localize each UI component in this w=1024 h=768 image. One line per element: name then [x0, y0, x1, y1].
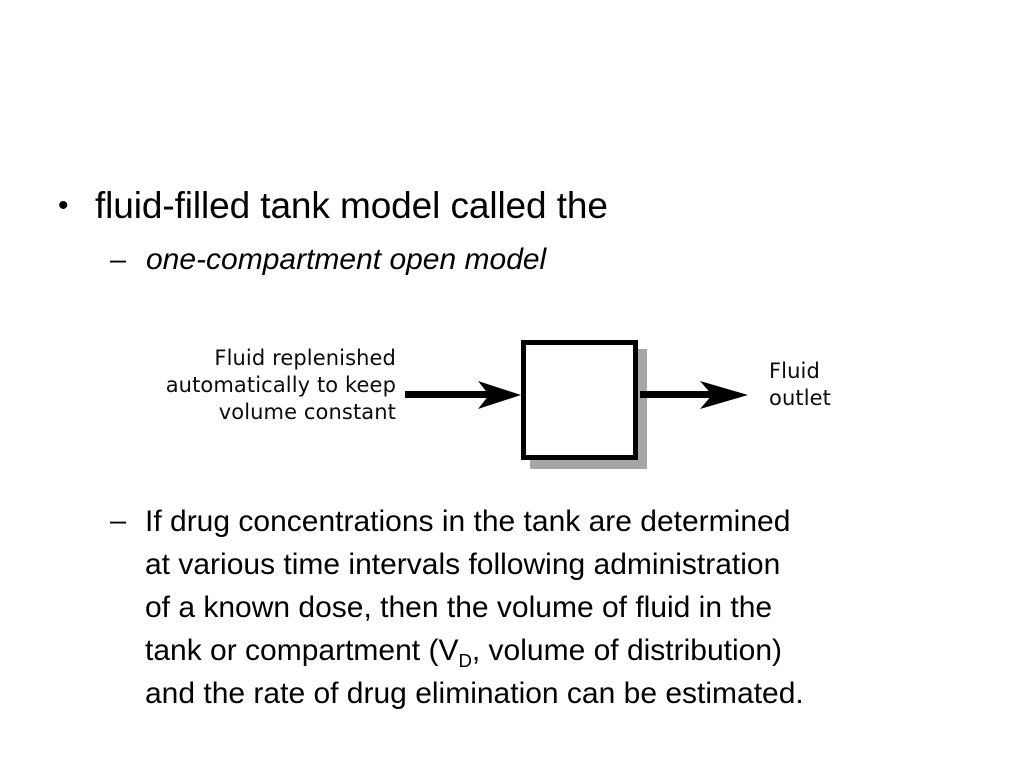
- paragraph-line-1: If drug concentrations in the tank are d…: [145, 505, 791, 538]
- outlet-arrow-icon: [640, 381, 748, 409]
- fluid-outlet-label: Fluid outlet: [769, 358, 929, 412]
- tank-diagram: Fluid replenished automatically to keep …: [0, 330, 1024, 480]
- paragraph-line-4-part1: tank or compartment (V: [145, 634, 459, 667]
- paragraph-text: If drug concentrations in the tank are d…: [145, 500, 975, 715]
- fluid-inlet-label: Fluid replenished automatically to keep …: [130, 345, 396, 426]
- bullet-level2: – one-compartment open model: [110, 240, 970, 280]
- fluid-inlet-label-line2: automatically to keep: [165, 373, 396, 397]
- bullet-level1-text: fluid-filled tank model called the: [95, 185, 608, 226]
- paragraph-marker-dash: –: [110, 505, 127, 537]
- paragraph-line-2: at various time intervals following admi…: [145, 548, 781, 581]
- paragraph-block: – If drug concentrations in the tank are…: [110, 500, 990, 715]
- diagram-arrows: [405, 381, 748, 409]
- bullet-level2-text: one-compartment open model: [146, 243, 547, 276]
- fluid-outlet-label-line1: Fluid: [769, 359, 820, 383]
- bullet-marker-dash: –: [110, 244, 127, 276]
- fluid-inlet-label-line1: Fluid replenished: [214, 346, 396, 370]
- paragraph-line-5: and the rate of drug elimination can be …: [145, 677, 804, 710]
- fluid-inlet-label-line3: volume constant: [218, 400, 396, 424]
- inlet-arrow-icon: [405, 381, 521, 409]
- fluid-outlet-label-line2: outlet: [769, 386, 831, 410]
- tank-box: [521, 340, 638, 460]
- paragraph-line-3: of a known dose, then the volume of flui…: [145, 591, 773, 624]
- bullet-marker-dot: •: [58, 189, 69, 222]
- volume-of-distribution-subscript: D: [458, 650, 472, 671]
- paragraph-line-4-part2: , volume of distribution): [471, 634, 783, 667]
- paragraph-line-4: tank or compartment (VD, volume of distr…: [145, 629, 975, 672]
- bullet-level1: • fluid-filled tank model called the: [58, 183, 958, 229]
